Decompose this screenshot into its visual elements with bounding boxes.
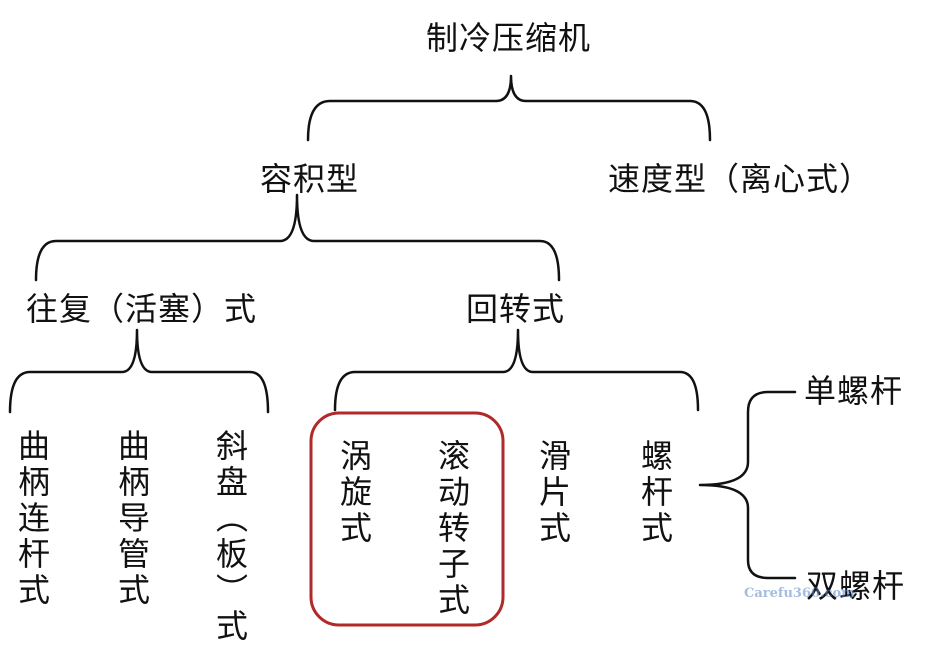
label-char: 斜 bbox=[215, 427, 248, 465]
label-char: 动 bbox=[437, 473, 470, 511]
label-char: 管 bbox=[117, 535, 150, 573]
label-char: 连 bbox=[17, 499, 50, 537]
label-char: 式 bbox=[437, 581, 470, 619]
swash-plate-label: 斜盘︵板︶式 bbox=[214, 428, 250, 644]
crank-rod-label: 曲柄连杆式 bbox=[16, 428, 52, 608]
rotary-brace bbox=[333, 328, 700, 412]
label-char: 式 bbox=[17, 571, 50, 609]
twin-screw-label: 双螺杆 bbox=[806, 567, 906, 605]
label-char: 式 bbox=[640, 509, 673, 547]
label-char: 片 bbox=[538, 473, 571, 511]
screw-brace bbox=[698, 390, 797, 580]
label-char: 曲 bbox=[17, 427, 50, 465]
label-char: 曲 bbox=[117, 427, 150, 465]
label-char: 滑 bbox=[538, 437, 571, 475]
displacement-label: 容积型 bbox=[260, 160, 360, 198]
root-label: 制冷压缩机 bbox=[426, 19, 592, 57]
label-char: 旋 bbox=[339, 473, 372, 511]
rotary-label: 回转式 bbox=[466, 290, 566, 328]
highlight-box bbox=[309, 411, 505, 627]
label-char: 式 bbox=[339, 509, 372, 547]
single-screw-label: 单螺杆 bbox=[804, 372, 904, 410]
label-char: ︶ bbox=[215, 571, 248, 609]
displacement-brace bbox=[34, 193, 561, 282]
scroll-label: 涡旋式 bbox=[338, 438, 374, 546]
label-char: 螺 bbox=[640, 437, 673, 475]
label-char: 柄 bbox=[17, 463, 50, 501]
label-char: 杆 bbox=[17, 535, 50, 573]
reciprocating-brace bbox=[8, 328, 270, 414]
label-char: ︵ bbox=[215, 499, 248, 537]
root-brace bbox=[306, 74, 712, 142]
crank-guide-label: 曲柄导管式 bbox=[116, 428, 152, 608]
rolling-rotor-label: 滚动转子式 bbox=[436, 438, 472, 618]
label-char: 转 bbox=[437, 509, 470, 547]
label-char: 柄 bbox=[117, 463, 150, 501]
label-char: 盘 bbox=[215, 463, 248, 501]
label-char: 板 bbox=[215, 535, 248, 573]
label-char: 式 bbox=[538, 509, 571, 547]
label-char: 涡 bbox=[339, 437, 372, 475]
label-char: 子 bbox=[437, 545, 470, 583]
watermark: Carefu360.com bbox=[744, 586, 855, 601]
label-char: 式 bbox=[215, 607, 248, 645]
screw-label: 螺杆式 bbox=[639, 438, 675, 546]
velocity-label: 速度型（离心式） bbox=[608, 160, 873, 198]
reciprocating-label: 往复（活塞）式 bbox=[26, 290, 258, 328]
label-char: 滚 bbox=[437, 437, 470, 475]
label-char: 式 bbox=[117, 571, 150, 609]
label-char: 导 bbox=[117, 499, 150, 537]
label-char: 杆 bbox=[640, 473, 673, 511]
sliding-vane-label: 滑片式 bbox=[537, 438, 573, 546]
